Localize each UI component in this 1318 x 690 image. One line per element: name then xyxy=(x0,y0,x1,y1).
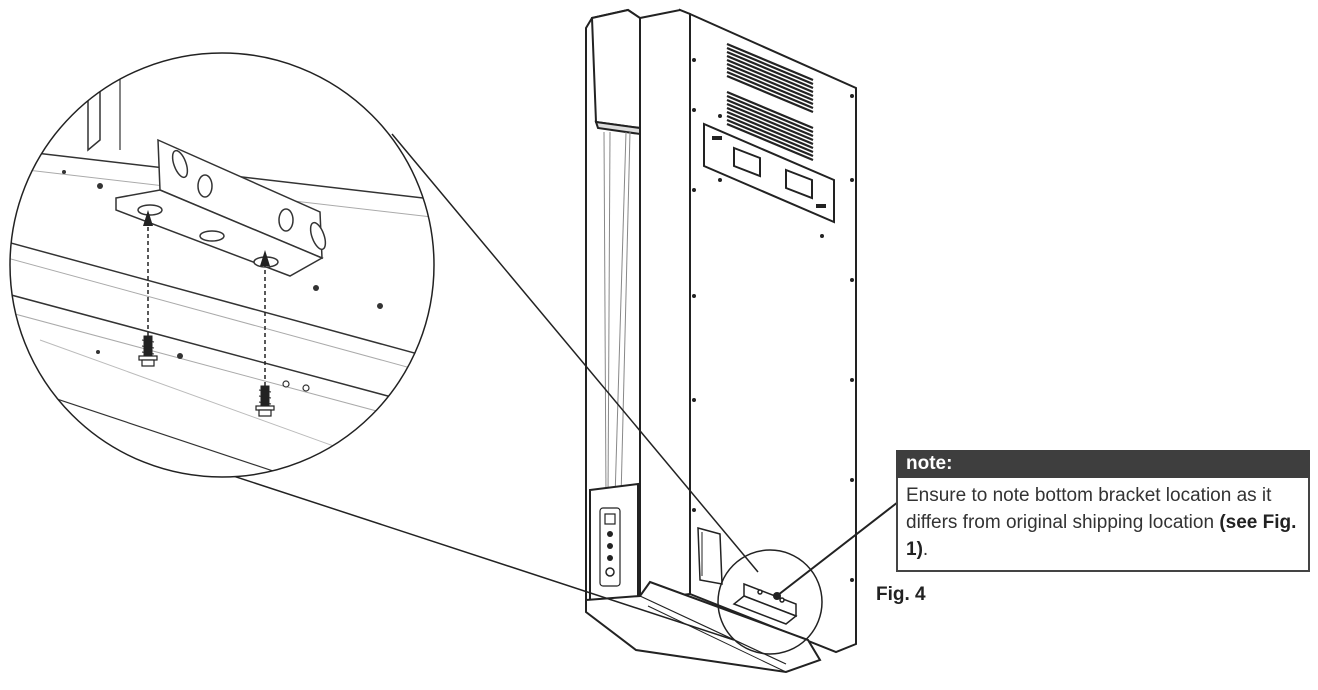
fireplace-unit xyxy=(585,8,857,674)
magnified-detail xyxy=(9,52,435,478)
note-text-end: . xyxy=(922,539,929,560)
figure-label: Fig. 4 xyxy=(876,584,926,605)
wall-plate xyxy=(703,122,835,224)
figure-reference: (see Fig. 1) xyxy=(906,512,1297,560)
screw-icon xyxy=(138,335,158,367)
panel-screws xyxy=(692,58,854,582)
zoom-leader-lines xyxy=(214,133,759,641)
detail-marker xyxy=(717,549,823,655)
base-bracket xyxy=(585,580,822,674)
note-text-main: Ensure to note bottom bracket location a… xyxy=(906,485,1272,533)
note-title: note: xyxy=(896,450,1310,478)
note-callout: note: Ensure to note bottom bracket loca… xyxy=(896,450,1310,572)
note-text: Ensure to note bottom bracket location a… xyxy=(906,482,1300,563)
vent-grille xyxy=(726,42,814,162)
note-pointer xyxy=(777,501,899,596)
top-side-box xyxy=(590,8,641,130)
screw-icon xyxy=(255,385,275,417)
fastener-arrows xyxy=(147,222,266,386)
